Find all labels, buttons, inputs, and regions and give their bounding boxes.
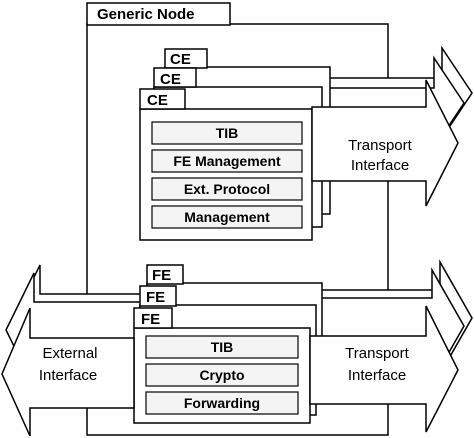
- ce-tab-mid-label: CE: [160, 71, 181, 88]
- ce-module-ext-protocol: Ext. Protocol: [184, 181, 270, 197]
- ce-module-fe-management: FE Management: [173, 153, 281, 169]
- ce-group: CE CE CE TIB FE Management Ext. Protocol…: [139, 45, 473, 241]
- fe-tab-front-label: FE: [141, 311, 160, 328]
- fe-external-arrow-front: [1, 307, 135, 437]
- ce-tab-back-label: CE: [170, 51, 191, 68]
- ce-transport-interface-line1: Transport: [348, 137, 412, 154]
- ce-module-management-box: [151, 205, 303, 229]
- fe-tab-back-label: FE: [152, 267, 171, 284]
- fe-tab-front: [133, 307, 173, 329]
- ce-tab-front-label: CE: [147, 92, 168, 109]
- ce-module-ext-protocol-box: [151, 177, 303, 201]
- ce-tab-front: [139, 88, 186, 110]
- ce-module-fe-management-box: [151, 149, 303, 173]
- fe-group: FE FE FE TIB Crypto Forwarding External …: [1, 259, 473, 437]
- ce-tab-mid: [153, 67, 197, 88]
- generic-node-title: Generic Node: [97, 6, 195, 23]
- fe-tab-mid: [139, 285, 177, 307]
- ce-transport-interface-line2: Interface: [351, 157, 409, 174]
- ce-module-tib-box: [151, 121, 303, 145]
- fe-module-tib: TIB: [211, 339, 234, 355]
- fe-tab-mid-label: FE: [146, 289, 165, 306]
- ce-module-tib: TIB: [216, 125, 239, 141]
- fe-module-forwarding: Forwarding: [184, 395, 260, 411]
- ce-transport-arrow-front: [311, 79, 459, 207]
- fe-module-forwarding-box: [145, 391, 299, 415]
- fe-module-crypto-box: [145, 363, 299, 387]
- fe-transport-interface-line1: Transport: [345, 345, 409, 362]
- fe-transport-interface-line2: Interface: [348, 367, 406, 384]
- fe-module-tib-box: [145, 335, 299, 359]
- fe-external-interface-line1: External: [42, 345, 97, 362]
- fe-module-crypto: Crypto: [199, 367, 244, 383]
- generic-node-title-box: [86, 2, 231, 26]
- ce-module-management: Management: [184, 209, 270, 225]
- fe-tab-back: [146, 264, 184, 285]
- fe-transport-arrow-front: [309, 305, 459, 433]
- fe-external-interface-line2: Interface: [39, 367, 97, 384]
